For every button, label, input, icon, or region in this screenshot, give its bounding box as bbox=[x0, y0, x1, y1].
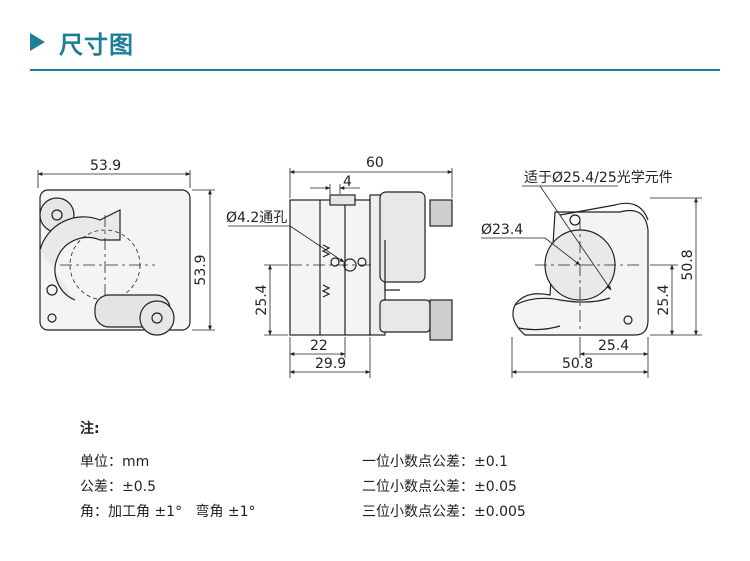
header-divider bbox=[30, 69, 720, 71]
section-header: 尺寸图 bbox=[30, 22, 134, 62]
note-three-decimal: 三位小数点公差：±0.005 bbox=[362, 504, 526, 520]
right-optic-label: 适于Ø25.4/25光学元件 bbox=[524, 170, 673, 186]
right-bottom-inner-label: 25.4 bbox=[598, 338, 629, 354]
right-height-outer-label: 50.8 bbox=[680, 249, 696, 280]
middle-bottom-inner-label: 22 bbox=[310, 338, 328, 354]
note-tolerance: 公差：±0.5 bbox=[80, 479, 156, 495]
middle-view bbox=[289, 191, 453, 341]
middle-side-label: 25.4 bbox=[254, 284, 270, 315]
right-bottom-outer-label: 50.8 bbox=[562, 356, 593, 372]
left-dimensions bbox=[37, 170, 215, 331]
left-width-label: 53.9 bbox=[90, 158, 121, 174]
notes-heading-block: 注: bbox=[80, 418, 100, 447]
left-height-label: 53.9 bbox=[193, 254, 209, 285]
middle-hole-label: Ø4.2通孔 bbox=[226, 210, 287, 226]
left-view bbox=[39, 189, 191, 336]
right-dimensions bbox=[481, 185, 702, 378]
notes-right-column: 一位小数点公差：±0.1 二位小数点公差：±0.05 三位小数点公差：±0.00… bbox=[362, 450, 526, 525]
right-height-inner-label: 25.4 bbox=[656, 284, 672, 315]
middle-small-label: 4 bbox=[343, 174, 352, 190]
notes-left-column: 单位：mm 公差：±0.5 角：加工角 ±1° 弯角 ±1° bbox=[80, 450, 256, 525]
right-view bbox=[512, 202, 649, 336]
play-triangle-icon bbox=[30, 33, 45, 51]
note-two-decimal: 二位小数点公差：±0.05 bbox=[362, 479, 517, 495]
middle-width-label: 60 bbox=[366, 155, 384, 171]
right-aperture-label: Ø23.4 bbox=[481, 222, 523, 238]
section-title: 尺寸图 bbox=[59, 30, 134, 59]
notes-heading: 注: bbox=[80, 421, 100, 437]
note-angle: 角：加工角 ±1° 弯角 ±1° bbox=[80, 504, 256, 520]
middle-dimensions bbox=[228, 168, 453, 378]
middle-bottom-outer-label: 29.9 bbox=[315, 356, 346, 372]
note-unit: 单位：mm bbox=[80, 454, 150, 470]
note-one-decimal: 一位小数点公差：±0.1 bbox=[362, 454, 508, 470]
